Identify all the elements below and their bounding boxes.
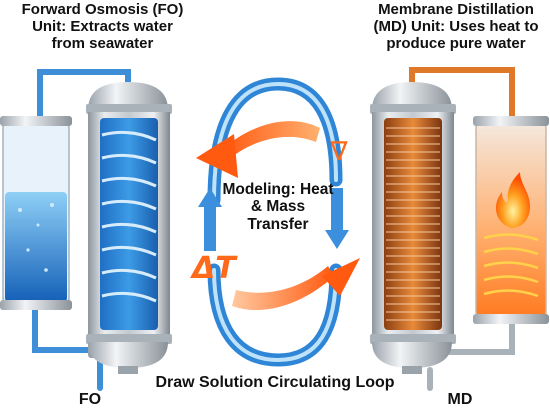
coil-icon: [101, 130, 157, 303]
gradient-symbol: ∇: [330, 137, 348, 167]
md-unit-description: Membrane Distillation (MD) Unit: Uses he…: [373, 1, 539, 52]
md-membrane-stack: [386, 127, 440, 321]
flow-arrow-down: [325, 188, 349, 249]
heat-arrow-right: [232, 258, 360, 311]
fo-vessel: [86, 82, 172, 374]
md-drain-pipes: [427, 317, 515, 391]
md-pipes: [409, 67, 515, 121]
fo-unit-description: Forward Osmosis (FO) Unit: Extracts wate…: [21, 1, 184, 52]
flow-arrow-up: [198, 188, 222, 251]
circulation-loop: [207, 77, 343, 367]
delta-t-symbol: ΔT: [192, 251, 236, 286]
md-heating-tank: [473, 116, 549, 324]
loop-label: Draw Solution Circulating Loop: [155, 374, 395, 391]
md-tag: MD: [447, 391, 473, 408]
flame-icon: [495, 172, 530, 228]
fo-tag: FO: [78, 391, 102, 408]
seawater-icon: [0, 116, 72, 310]
modeling-label: Modeling: Heat & Mass Transfer: [222, 181, 334, 233]
heat-arrow-left: [196, 121, 320, 178]
md-vessel: [370, 82, 456, 374]
